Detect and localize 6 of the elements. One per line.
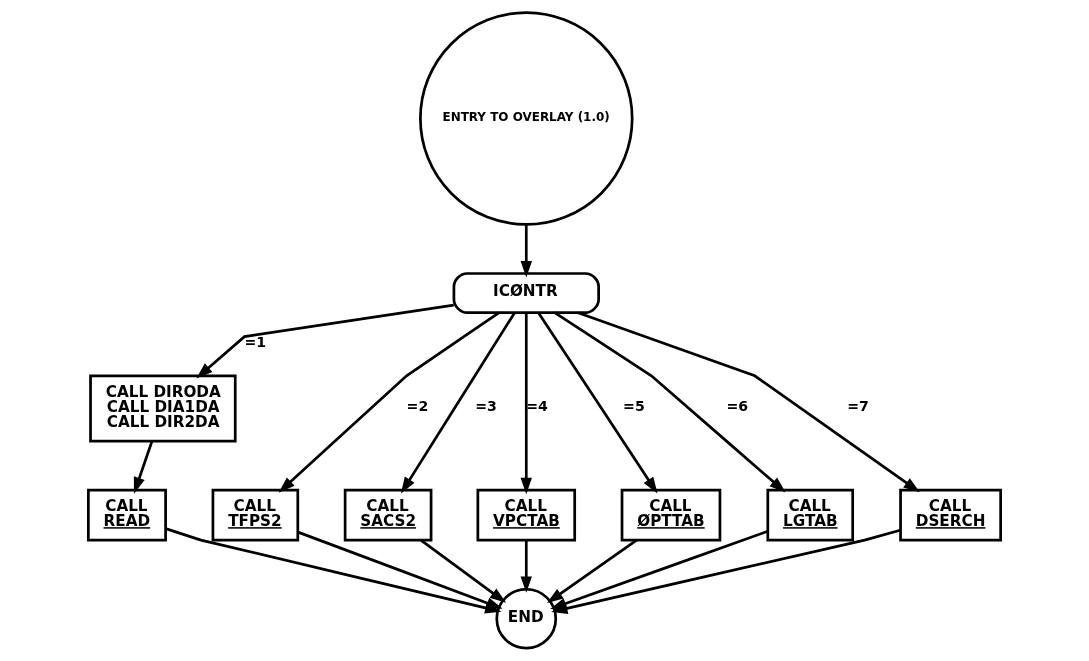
edge-label: =7 [847, 398, 869, 415]
edge-label: =6 [726, 398, 749, 415]
edge-label: =5 [623, 398, 645, 415]
edge-label: =3 [475, 398, 497, 415]
edge-label: =2 [406, 398, 429, 415]
edge-label: =1 [244, 333, 267, 350]
